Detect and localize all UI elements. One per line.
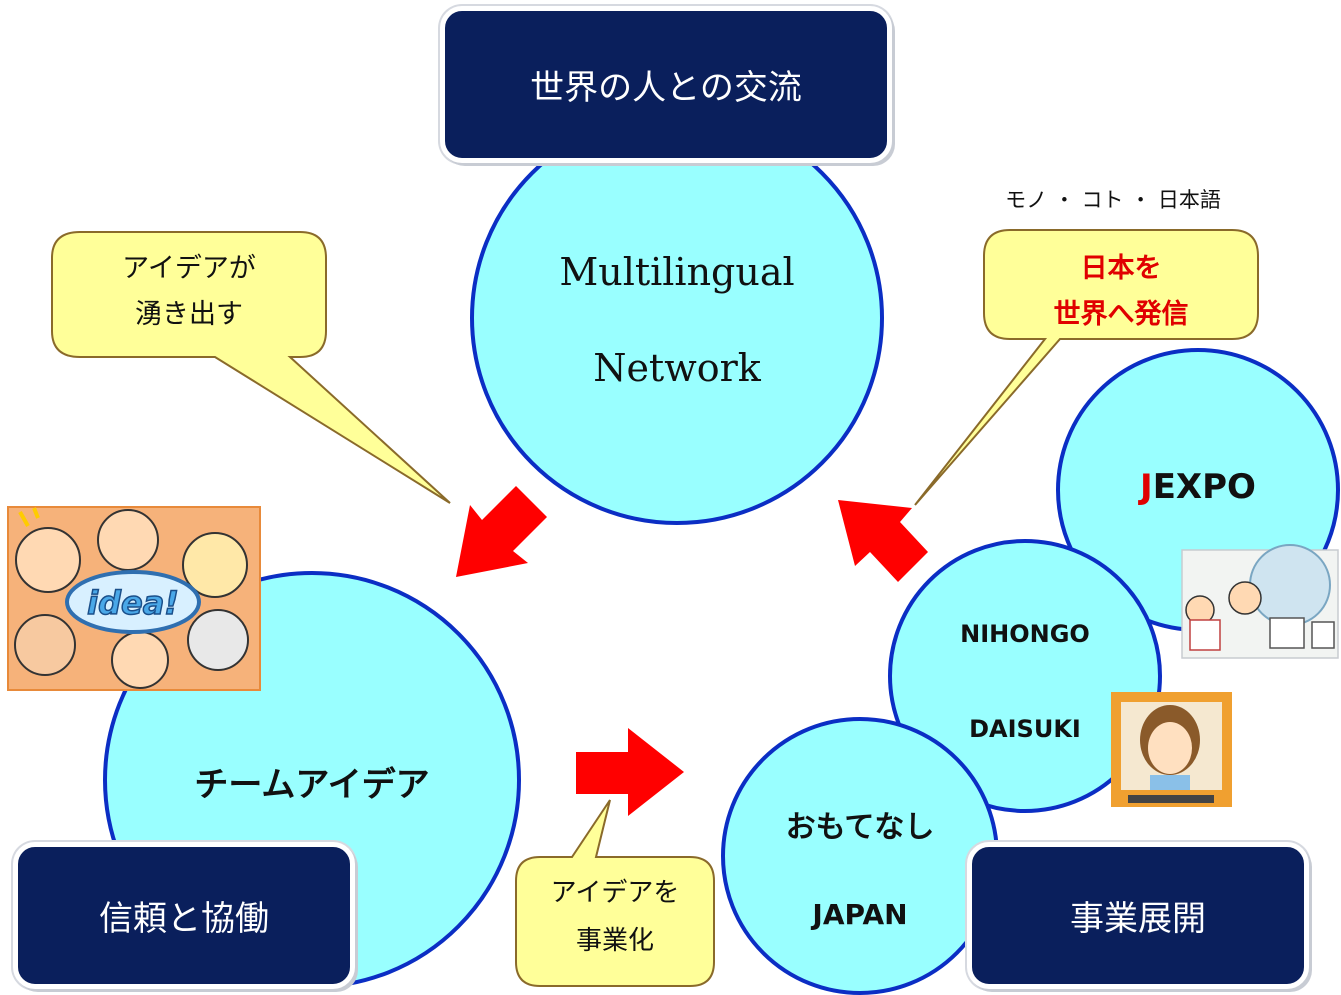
bottom-left-box-label: 信頼と協働 — [99, 899, 269, 939]
omotenashi-circle-line1: おもてなし — [785, 810, 935, 845]
bubble-ideas-shape — [51, 231, 451, 504]
bubble-global-line1: 日本を — [1080, 253, 1162, 284]
operator-illustration — [1111, 692, 1232, 807]
arrow-up-left — [838, 500, 928, 582]
jexpo-illustration — [1181, 544, 1339, 659]
jexpo-label-rest: EXPO — [1152, 467, 1256, 507]
bubble-ideas-line2: 湧き出す — [135, 299, 243, 330]
omotenashi-japan-circle — [721, 717, 999, 995]
bubble-business-line2: 事業化 — [575, 926, 654, 956]
top-box-world-exchange: 世界の人との交流 — [440, 6, 892, 163]
center-circle-line2: Network — [593, 346, 761, 390]
multilingual-network-circle — [470, 111, 884, 525]
bottom-right-box-business: 事業展開 — [967, 842, 1309, 989]
jexpo-circle-label: JEXPO — [1098, 467, 1298, 507]
center-circle-line1: Multilingual — [559, 250, 795, 294]
bubble-global-shape — [914, 229, 1259, 506]
nihongo-daisuki-circle — [888, 539, 1162, 813]
nihongo-circle-line1: NIHONGO — [960, 620, 1090, 648]
bubble-business-line1: アイデアを — [550, 878, 680, 908]
tagline-text: モノ ・ コト ・ 日本語 — [1005, 188, 1221, 212]
nihongo-circle-line2: DAISUKI — [969, 715, 1081, 743]
jexpo-label-j: J — [1140, 467, 1153, 507]
bubble-ideas-line1: アイデアが — [122, 253, 256, 284]
top-box-label: 世界の人との交流 — [530, 68, 802, 108]
bottom-left-box-trust: 信頼と協働 — [13, 842, 355, 989]
team-circle-label: チームアイデア — [194, 765, 430, 805]
arrow-right — [576, 728, 684, 816]
bubble-global-line2: 世界へ発信 — [1053, 299, 1189, 330]
idea-logo-text: idea! — [87, 584, 179, 622]
bubble-business-shape — [515, 799, 715, 987]
bottom-right-box-label: 事業展開 — [1070, 899, 1206, 939]
idea-team-illustration: idea! — [7, 506, 261, 691]
omotenashi-circle-line2: JAPAN — [812, 898, 908, 931]
arrow-down-left — [456, 486, 547, 577]
